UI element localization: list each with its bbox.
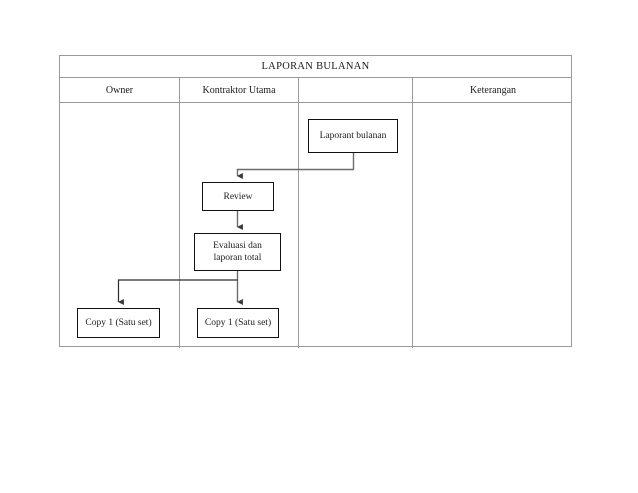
column-header-owner-label: Owner [105, 84, 134, 96]
node-laporant-bulanan-label: Laporant bulanan [319, 131, 387, 141]
table-header-row: Owner Kontraktor Utama Keterangan [60, 78, 571, 103]
column-header-keterangan-label: Keterangan [469, 84, 517, 96]
node-evaluasi-line-2: laporan total [213, 253, 262, 263]
node-evaluasi-laporan-total-label: Evaluasi dan laporan total [213, 240, 262, 264]
node-copy-1-owner-label: Copy 1 (Satu set) [85, 318, 152, 328]
node-evaluasi-line-1: Evaluasi dan [213, 241, 262, 251]
column-header-kontraktor-utama: Kontraktor Utama [179, 78, 298, 102]
column-header-keterangan: Keterangan [412, 78, 573, 102]
column-header-kontraktor-utama-label: Kontraktor Utama [202, 84, 276, 96]
node-evaluasi-laporan-total: Evaluasi dan laporan total [194, 233, 281, 271]
table-title-row: LAPORAN BULANAN [60, 56, 571, 78]
node-copy-1-kontraktor: Copy 1 (Satu set) [197, 308, 279, 338]
column-header-owner: Owner [60, 78, 179, 102]
page-title: LAPORAN BULANAN [261, 61, 370, 72]
report-table: LAPORAN BULANAN Owner Kontraktor Utama K… [59, 55, 572, 348]
node-review-label: Review [223, 191, 253, 202]
column-divider-1 [179, 103, 180, 348]
column-divider-3 [412, 103, 413, 348]
node-copy-1-owner: Copy 1 (Satu set) [77, 308, 160, 338]
column-divider-2 [298, 103, 299, 348]
column-header-empty [298, 78, 412, 102]
node-laporant-bulanan: Laporant bulanan [308, 119, 398, 153]
node-copy-1-kontraktor-label: Copy 1 (Satu set) [204, 318, 272, 328]
node-review: Review [202, 182, 274, 211]
